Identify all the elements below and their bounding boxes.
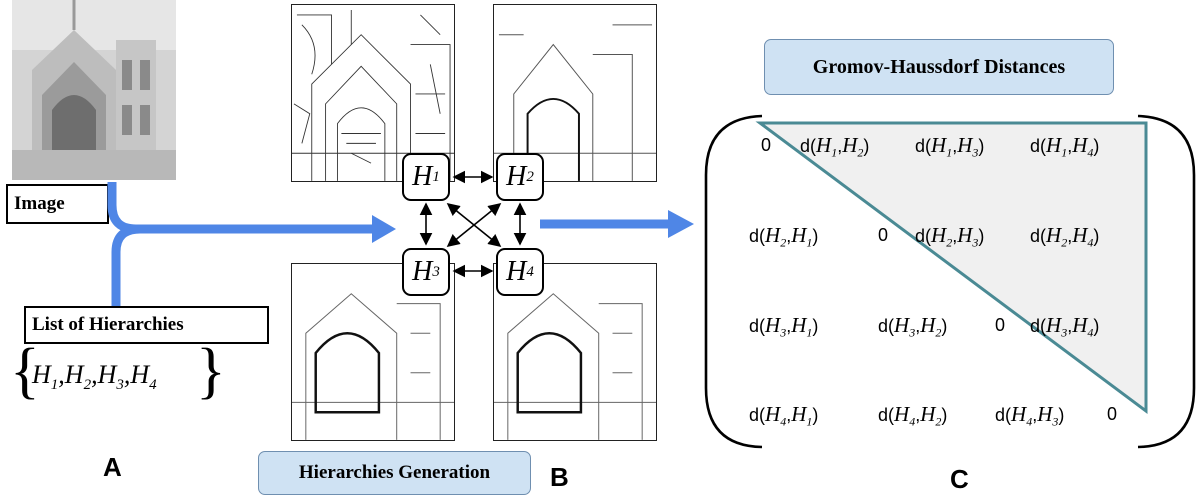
list-of-hierarchies-label: List of Hierarchies: [24, 306, 269, 344]
set-item: H3: [97, 360, 124, 394]
matrix-cell-r4c3: d(H4,H3): [995, 402, 1065, 429]
matrix-cell-r3c1: d(H3,H1): [749, 313, 819, 340]
panel-c-letter: C: [950, 464, 969, 494]
set-item: H4: [130, 360, 157, 394]
set-item: H1: [32, 360, 59, 394]
matrix-cell-r3c4: d(H3,H4): [1030, 313, 1100, 340]
hierarchy-set: H1,H2,H3,H4: [32, 360, 157, 394]
matrix-cell-r1c1: 0: [761, 135, 772, 155]
matrix-cell-r1c3: d(H1,H3): [915, 133, 985, 160]
building-image: [12, 0, 176, 180]
matrix-cell-r4c4: 0: [1107, 404, 1118, 424]
matrix-cell-r2c2: 0: [878, 225, 889, 245]
matrix-cell-r1c2: d(H1,H2): [800, 133, 870, 160]
arrow-to-hierarchies: [372, 215, 396, 243]
set-right-brace: }: [196, 337, 226, 405]
panel-a-letter: A: [103, 452, 122, 482]
matrix-cell-r2c1: d(H2,H1): [749, 223, 819, 250]
set-item: H2: [64, 360, 92, 394]
upper-triangle: [755, 121, 1148, 414]
matrix-cell-r3c3: 0: [995, 315, 1006, 335]
arrow-to-distances: [668, 210, 694, 238]
matrix-left-paren: [704, 114, 763, 449]
distances-title: Gromov-Haussdorf Distances: [764, 39, 1114, 95]
list-flow-line: [111, 224, 141, 306]
matrix-cell-r2c4: d(H2,H4): [1030, 223, 1100, 250]
matrix-cell-r2c3: d(H2,H3): [915, 223, 985, 250]
matrix-cell-r1c4: d(H1,H4): [1030, 133, 1100, 160]
set-left-brace: {: [10, 337, 40, 405]
matrix-cell-r4c1: d(H4,H1): [749, 402, 819, 429]
matrix-cell-r4c2: d(H4,H2): [878, 402, 948, 429]
matrix-cell-r3c2: d(H3,H2): [878, 313, 948, 340]
matrix-right-paren: [1137, 114, 1196, 449]
